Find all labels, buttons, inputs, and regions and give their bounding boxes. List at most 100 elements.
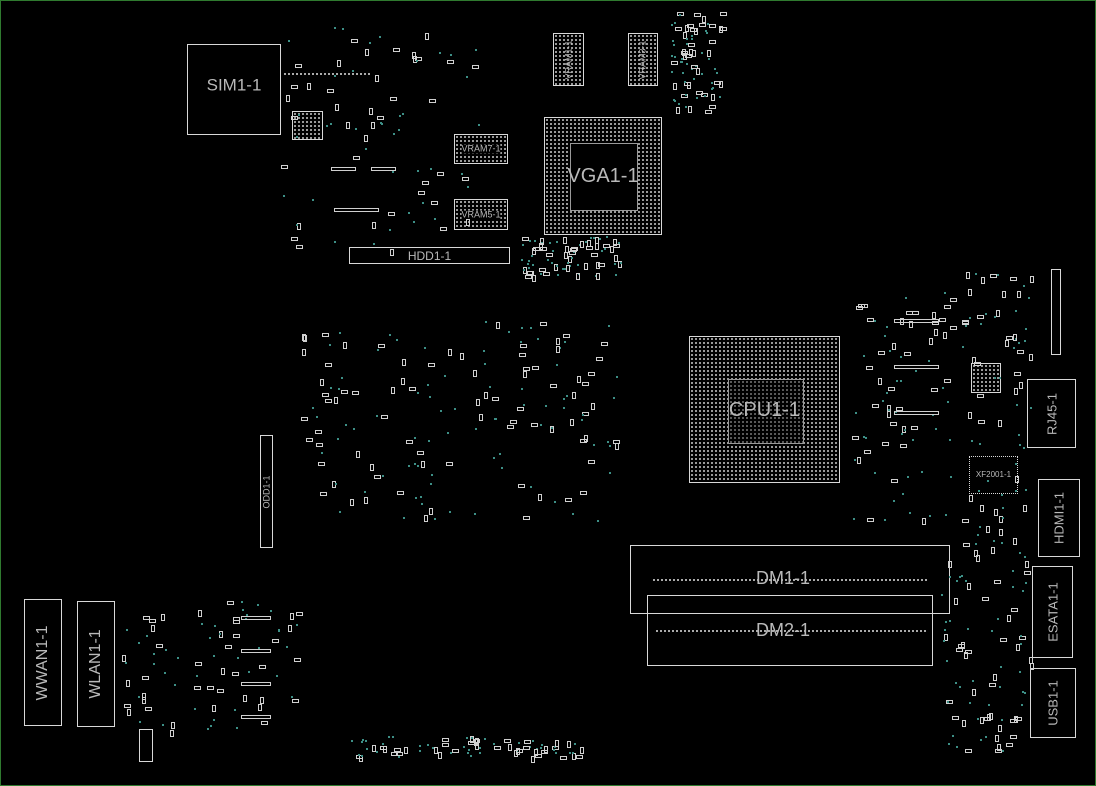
passive-component [397,490,405,495]
passive-component [508,743,513,751]
cpu-label: CPU1-1 [728,398,801,421]
passive-component [992,674,997,682]
via [853,517,856,520]
via [854,411,857,414]
rj45-connector[interactable]: RJ45-1 [1027,379,1076,448]
via [1000,719,1003,722]
via [334,482,337,485]
via [329,344,332,347]
via [597,519,600,522]
passive-component [390,96,398,101]
usb-connector[interactable]: USB1-1 [1030,668,1076,738]
passive-component [438,752,443,760]
via [522,269,525,272]
passive-component [418,190,426,195]
passive-component [492,396,500,401]
via [562,397,565,400]
via [1019,642,1022,645]
passive-component [567,741,572,749]
via [471,736,474,739]
passive-component [340,390,348,395]
via [613,397,616,400]
via [590,237,593,240]
passive-component [930,387,938,392]
passive-component [946,699,954,704]
via [686,37,689,40]
passive-component [989,683,997,688]
passive-component [680,94,688,99]
via [398,755,401,758]
vram1-chip[interactable]: VRAM1-1 [553,33,584,86]
via [556,274,559,277]
via [576,263,579,266]
via [893,499,896,502]
via [550,426,553,429]
passive-component [321,392,329,397]
sim-slot[interactable]: SIM1-1 [187,44,281,135]
via [475,428,478,431]
vga-label: VGA1-1 [567,165,639,187]
passive-component [590,252,598,257]
vram5-chip[interactable]: VRAM5-1 [454,199,508,230]
via [944,514,947,517]
passive-component [965,650,973,655]
via [967,628,970,631]
via [949,575,952,578]
passive-component [145,707,153,712]
passive-component [369,464,374,472]
passive-component [878,377,883,385]
via [539,273,542,276]
passive-component [272,638,280,643]
via [466,751,469,754]
via [1024,489,1027,492]
cpu-socket[interactable]: CPU1-1 [689,336,840,483]
via [407,464,410,467]
trace-pad [894,411,939,415]
passive-component [206,686,214,691]
esata-connector[interactable]: ESATA1-1 [1032,566,1073,658]
via [609,471,612,474]
passive-component [1015,643,1020,651]
lvds-connector[interactable] [1051,269,1061,355]
passive-component [962,518,970,523]
wwan-slot[interactable]: WWAN1-1 [24,599,62,726]
via [372,243,375,246]
via [971,439,974,442]
passive-component [951,715,959,720]
via [712,87,715,90]
vga-chip[interactable]: VGA1-1 [544,117,662,235]
via [520,326,523,329]
via [980,323,983,326]
lan-chip[interactable] [971,363,1001,393]
via [460,173,463,176]
via [619,262,622,265]
passive-component [892,342,897,350]
odd-connector[interactable]: ODD1-1 [260,435,273,548]
passive-component [688,48,693,56]
via [706,22,709,25]
passive-component [571,753,576,761]
vram7-chip[interactable]: VRAM7-1 [454,134,508,164]
passive-component [372,221,377,229]
via [484,321,487,324]
passive-component [544,745,549,753]
fan-connector[interactable] [139,729,153,762]
xf-chip[interactable]: XF2001-1 [969,456,1018,494]
hdd-connector[interactable]: HDD1-1 [349,247,510,264]
via [673,43,676,46]
via [474,48,477,51]
passive-component [872,403,880,408]
dimm1-slot[interactable]: DM1-1 [630,545,950,614]
wlan-slot[interactable]: WLAN1-1 [77,601,115,727]
dimm2-slot[interactable]: DM2-1 [647,595,933,666]
vram3-chip[interactable]: VRAM3-1 [628,33,658,86]
passive-component [556,345,561,353]
hdmi-connector[interactable]: HDMI1-1 [1038,479,1080,557]
passive-component [580,746,585,754]
trace-pad [894,365,939,369]
via [718,95,721,98]
passive-component [259,696,264,704]
passive-component [707,49,712,57]
via [672,98,675,101]
